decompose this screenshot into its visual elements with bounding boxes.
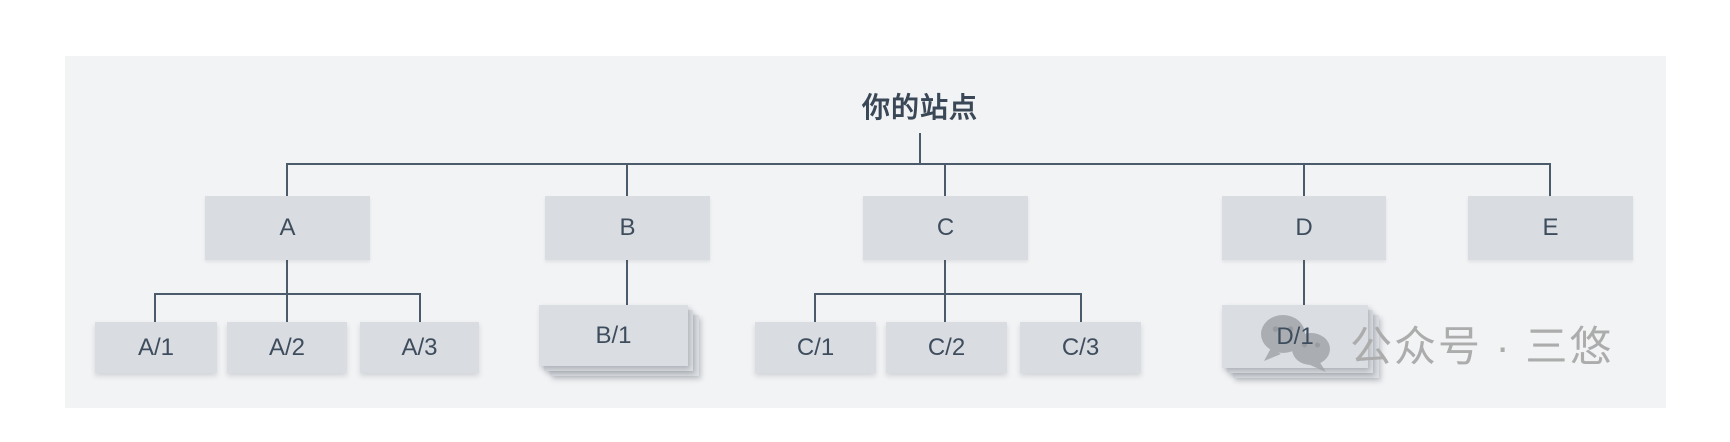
- node-a1: A/1: [95, 322, 217, 373]
- watermark: 公众号 · 三悠: [1258, 312, 1613, 374]
- node-a2: A/2: [227, 322, 347, 373]
- node-a3: A/3: [360, 322, 479, 373]
- node-label: D: [1295, 214, 1313, 241]
- node-c3: C/3: [1020, 322, 1141, 373]
- node-label: B: [619, 214, 636, 241]
- node-label: E: [1542, 214, 1559, 241]
- node-b: B: [545, 196, 710, 260]
- stack-sheet-front: B/1: [539, 305, 688, 366]
- node-d1-stacked: D/1: [1222, 305, 1379, 378]
- node-c2: C/2: [886, 322, 1007, 373]
- node-d: D: [1222, 196, 1386, 260]
- node-c1: C/1: [755, 322, 876, 373]
- node-label: C/2: [927, 333, 966, 361]
- root-node-label: 你的站点: [861, 92, 978, 123]
- node-c: C: [863, 196, 1028, 260]
- node-label: C: [936, 214, 955, 241]
- node-label: A: [279, 214, 296, 241]
- node-label: C/1: [796, 333, 835, 361]
- wechat-icon: [1261, 315, 1330, 372]
- watermark-text: 公众号 · 三悠: [1350, 322, 1614, 370]
- node-label: A/1: [137, 333, 175, 361]
- node-label: A/2: [268, 333, 306, 361]
- node-label: B/1: [595, 321, 632, 349]
- node-e: E: [1468, 196, 1633, 260]
- node-b1-stacked: B/1: [539, 305, 699, 376]
- node-a: A: [205, 196, 370, 260]
- node-label: C/3: [1061, 333, 1100, 361]
- node-label: D/1: [1276, 322, 1314, 350]
- node-label: A/3: [401, 333, 438, 361]
